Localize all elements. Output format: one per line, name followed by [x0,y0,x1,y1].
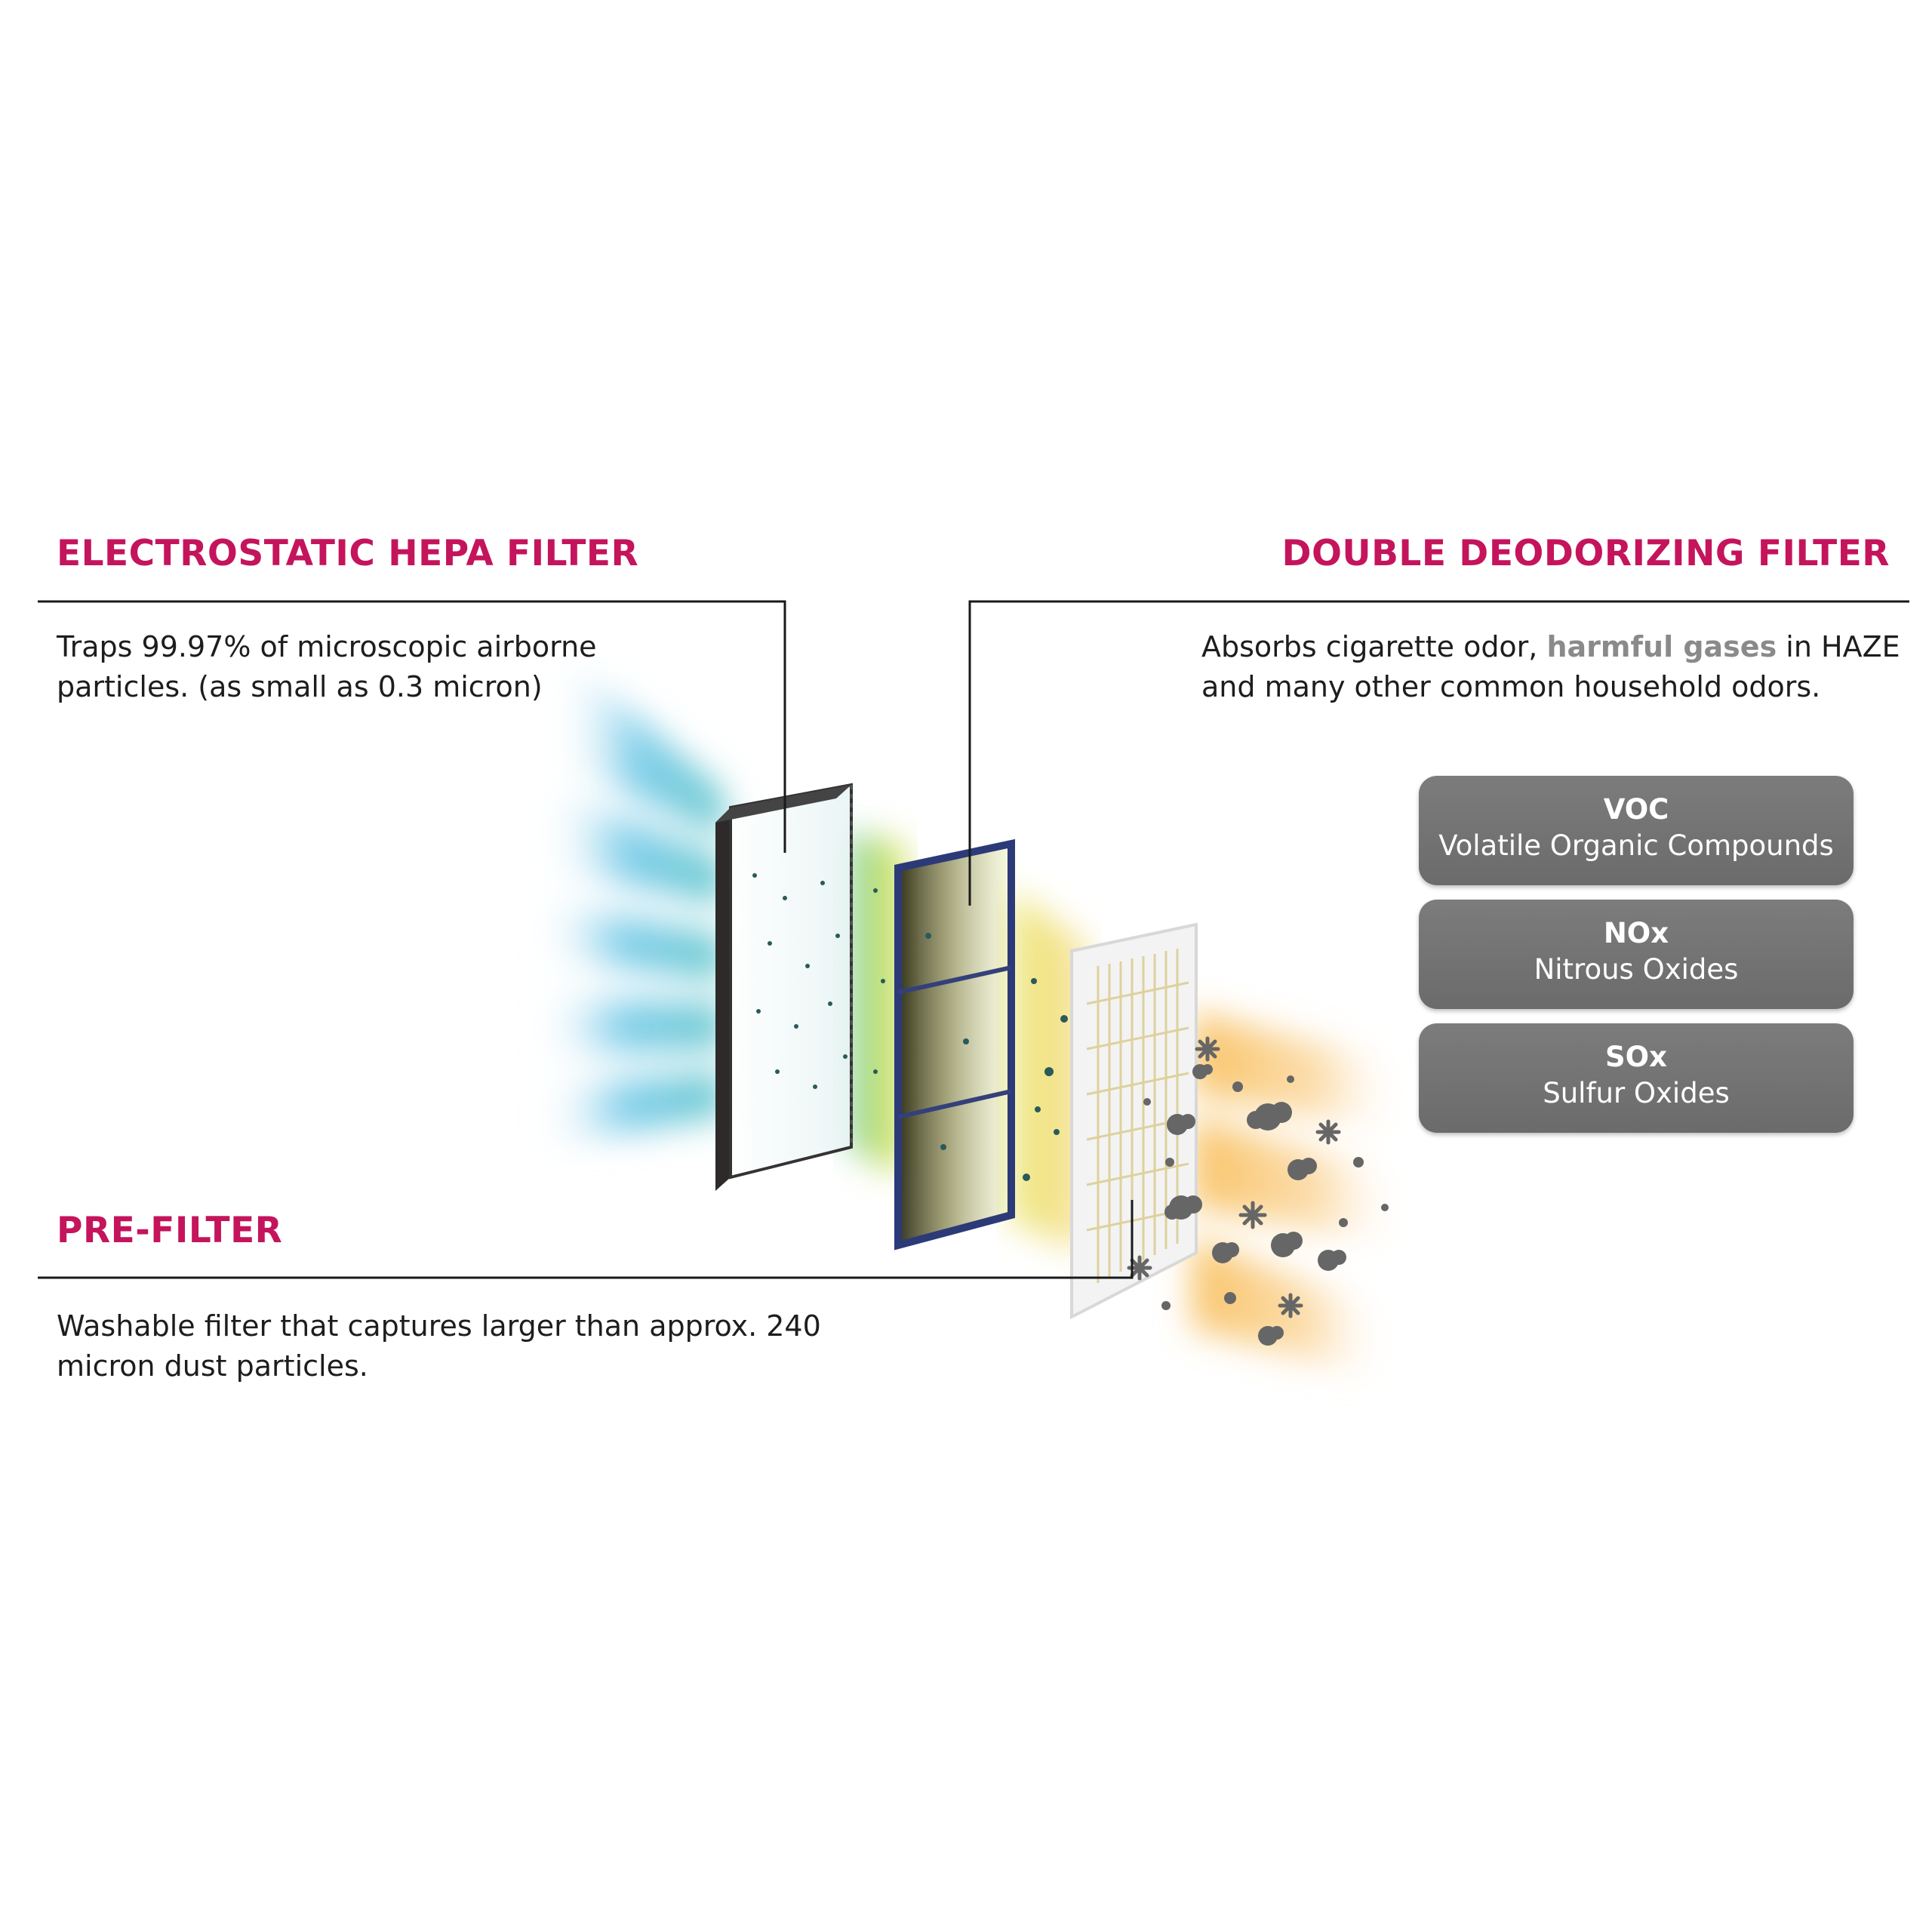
gas-full-name: Sulfur Oxides [1543,1077,1730,1109]
gas-full-name: Nitrous Oxides [1534,953,1739,986]
deodorizing-desc-line-2: and many other common household odors. [1201,670,1821,703]
hepa-leader-line [38,600,786,853]
prefilter-title: PRE-FILTER [57,1210,283,1251]
prefilter-desc-line-2: micron dust particles. [57,1349,368,1383]
gas-cloud-icon [1164,1064,1346,1346]
deodorizing-leader-line [968,600,1909,906]
deodorizing-desc-line-1: Absorbs cigarette odor, harmful gases in… [1201,627,1900,667]
harmful-gases-highlight: harmful gases [1546,630,1777,663]
gas-abbr: NOx [1603,917,1669,949]
deodorizing-filter-title: DOUBLE DEODORIZING FILTER [1281,533,1890,574]
prefilter-desc-line-1: Washable filter that captures larger tha… [57,1309,821,1343]
hepa-desc-line-1: Traps 99.97% of microscopic airborne [57,630,597,663]
deodorizing-desc-part-b: in HAZE [1777,630,1900,663]
spiky-particle-icon [1127,1036,1341,1318]
mid-air-stream [845,830,906,1177]
gas-badge-nox: NOx Nitrous Oxides [1419,900,1854,1009]
gas-badge-voc: VOC Volatile Organic Compounds [1419,776,1854,885]
clean-air-stream [536,649,724,1147]
prefilter-leader-line [38,1200,1134,1279]
gas-abbr: VOC [1603,793,1669,826]
dust-dot-icon [1143,1075,1389,1310]
carbon-filter [894,838,1015,1251]
leader-lines [38,600,1909,1279]
fine-particles [752,873,1068,1181]
deodorizing-desc-part-a: Absorbs cigarette odor, [1201,630,1547,663]
gas-abbr: SOx [1605,1041,1667,1073]
prefilter-description: Washable filter that captures larger tha… [57,1306,821,1386]
gas-full-name: Volatile Organic Compounds [1438,829,1834,862]
hepa-filter [715,783,853,1191]
deodorizing-filter-description: Absorbs cigarette odor, harmful gases in… [1201,627,1900,707]
hepa-filter-description: Traps 99.97% of microscopic airborne par… [57,627,597,707]
hepa-desc-line-2: particles. (as small as 0.3 micron) [57,670,543,703]
gas-badge-sox: SOx Sulfur Oxides [1419,1023,1854,1133]
hepa-filter-title: ELECTROSTATIC HEPA FILTER [57,533,639,574]
dirty-air-stream [1192,1011,1404,1381]
